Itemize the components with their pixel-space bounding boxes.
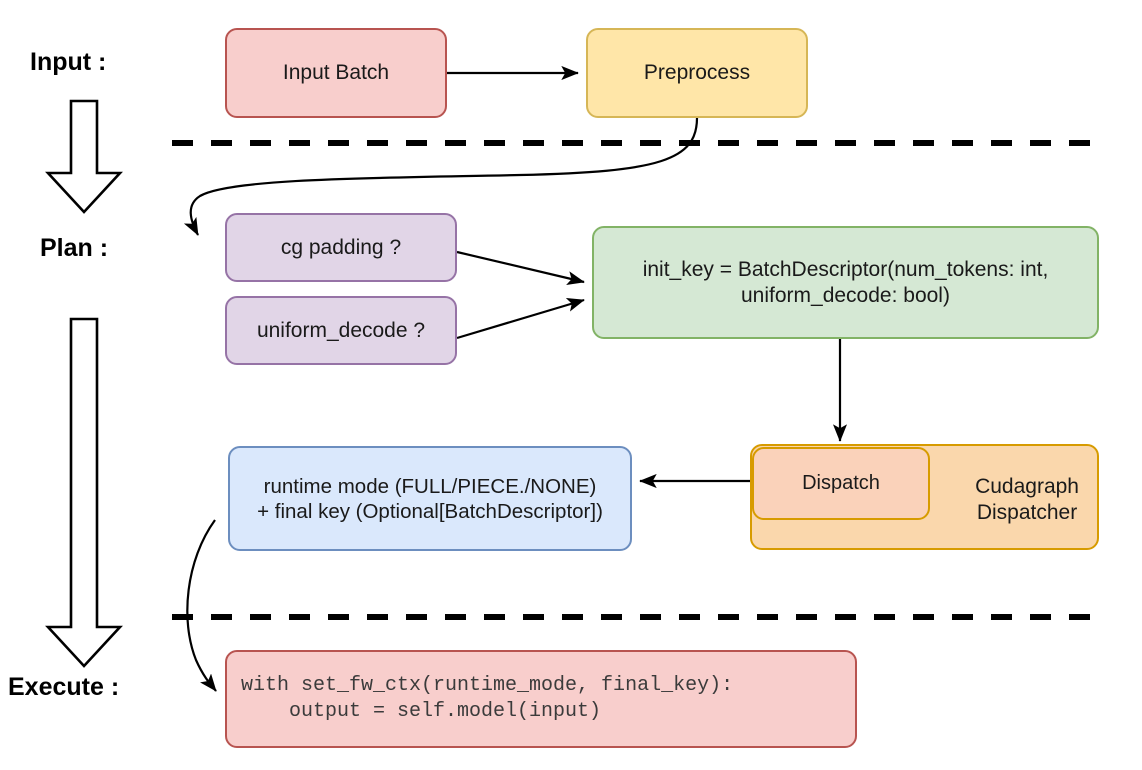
node-runtime-mode-line2: + final key (Optional[BatchDescriptor]) [257, 499, 603, 523]
node-cg-padding[interactable]: cg padding ? [225, 213, 457, 282]
stage-label-execute: Execute : [8, 673, 120, 701]
node-runtime-mode-text: runtime mode (FULL/PIECE./NONE) + final … [257, 474, 603, 524]
edge-runtime-mode-to-code [186, 519, 217, 692]
node-uniform-decode-label: uniform_decode ? [256, 318, 426, 342]
node-input-batch[interactable]: Input Batch [225, 28, 447, 118]
stage-label-input: Input : [30, 48, 107, 76]
node-cudagraph-dispatcher-text: Cudagraph Dispatcher [975, 474, 1079, 525]
input-to-plan-arrow [45, 99, 123, 214]
node-dispatch[interactable]: Dispatch [752, 447, 930, 520]
stage-label-plan: Plan : [40, 234, 109, 262]
node-cg-padding-label: cg padding ? [280, 235, 402, 259]
node-cudagraph-dispatcher-line1: Cudagraph [975, 475, 1079, 498]
node-preprocess-label: Preprocess [643, 61, 751, 85]
node-input-batch-label: Input Batch [282, 61, 390, 85]
node-init-key-line2: uniform_decode: bool) [741, 283, 950, 307]
node-execute-code[interactable]: with set_fw_ctx(runtime_mode, final_key)… [225, 650, 857, 748]
node-runtime-mode[interactable]: runtime mode (FULL/PIECE./NONE) + final … [228, 446, 632, 551]
plan-to-execute-arrow [45, 317, 123, 668]
node-init-key-text: init_key = BatchDescriptor(num_tokens: i… [643, 257, 1049, 308]
node-init-key-line1: init_key = BatchDescriptor(num_tokens: i… [642, 257, 1049, 281]
node-execute-code-text: with set_fw_ctx(runtime_mode, final_key)… [241, 673, 734, 723]
node-preprocess[interactable]: Preprocess [586, 28, 808, 118]
node-dispatch-label: Dispatch [802, 472, 880, 495]
node-cudagraph-dispatcher-line2: Dispatcher [976, 500, 1078, 524]
edge-uniform-decode-to-init-key [456, 298, 585, 340]
node-uniform-decode[interactable]: uniform_decode ? [225, 296, 457, 365]
node-runtime-mode-line1: runtime mode (FULL/PIECE./NONE) [263, 474, 597, 498]
node-init-key[interactable]: init_key = BatchDescriptor(num_tokens: i… [592, 226, 1099, 339]
edge-cg-padding-to-init-key [456, 250, 585, 286]
